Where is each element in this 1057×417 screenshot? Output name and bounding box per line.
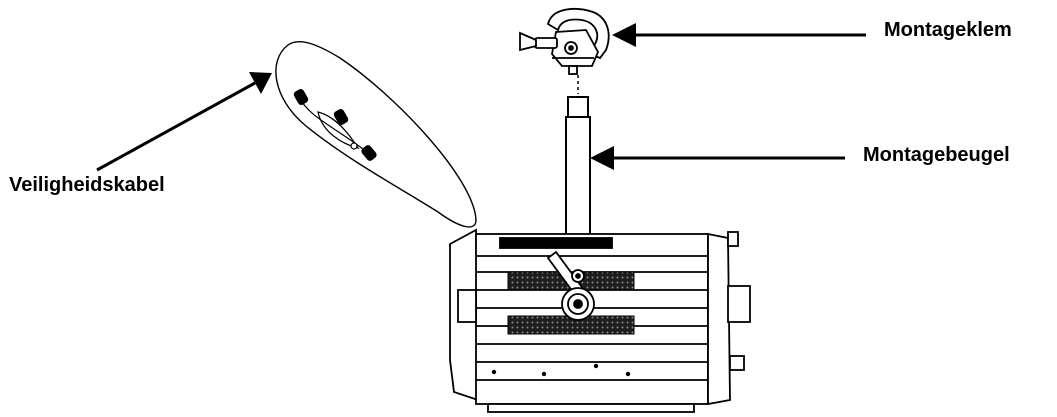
arrow-clamp — [612, 23, 866, 47]
rail-screws — [491, 363, 631, 377]
arrow-cable — [96, 72, 272, 172]
mounting-clamp-icon — [519, 8, 610, 75]
label-mounting-bracket: Montagebeugel — [863, 144, 1010, 166]
arrow-bracket — [590, 146, 845, 170]
label-safety-cable: Veiligheidskabel — [9, 174, 165, 196]
safety-cable — [275, 41, 477, 228]
label-mounting-clamp: Montageklem — [884, 19, 1012, 41]
bracket-knob — [546, 250, 595, 321]
